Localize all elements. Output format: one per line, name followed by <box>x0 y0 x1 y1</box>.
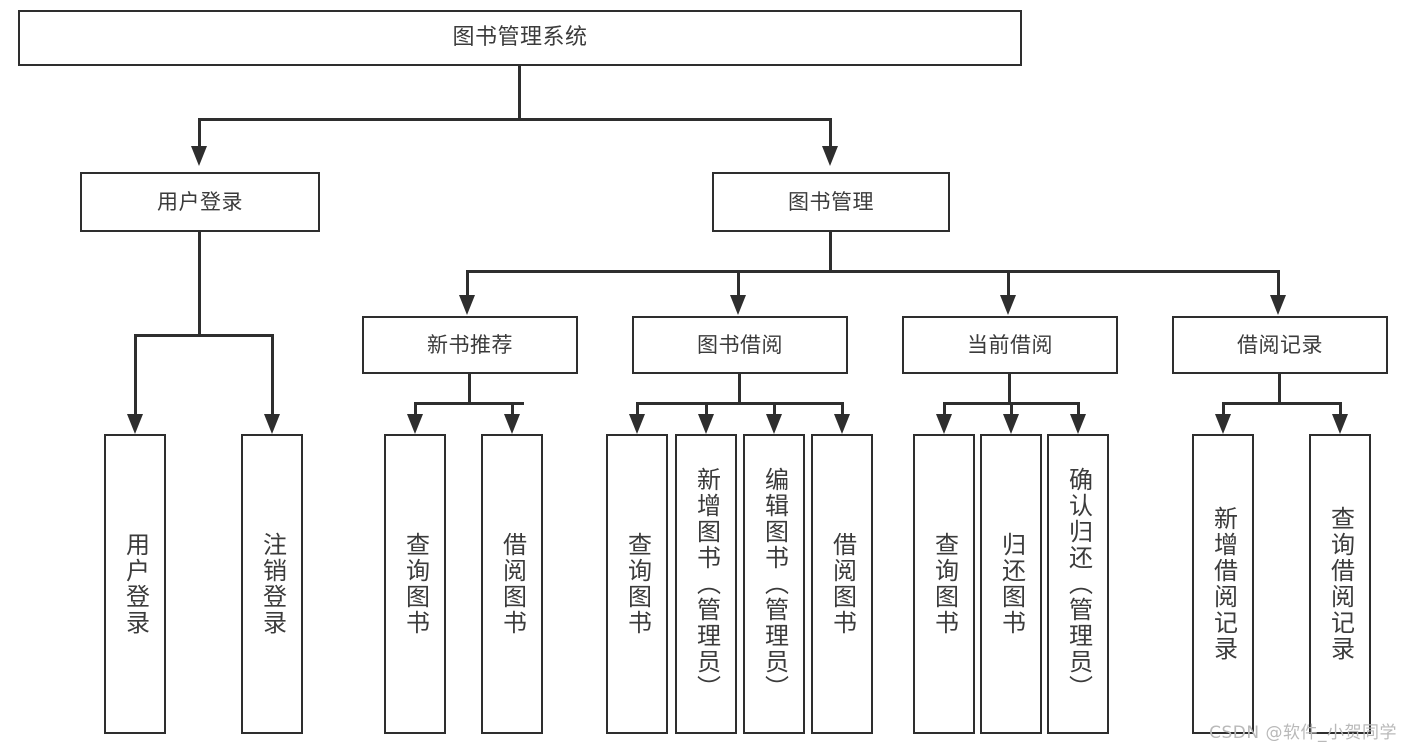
arrow-to-leaf-add-record <box>1215 414 1231 434</box>
edge-user-login-drop-2 <box>271 334 274 416</box>
arrow-to-leaf-query-book-2 <box>629 414 645 434</box>
edge-bb-drop-4 <box>841 402 844 418</box>
watermark-text: CSDN @软件_小贺同学 <box>1209 723 1397 743</box>
node-book-borrow[interactable]: 图书借阅 <box>632 316 848 374</box>
leaf-logout-login[interactable]: 注销登录 <box>241 434 303 734</box>
edge-nbr-bar <box>414 402 524 405</box>
node-label: 借阅记录 <box>1237 332 1323 357</box>
edge-bb-bar <box>636 402 844 405</box>
node-label: 图书管理 <box>788 189 874 214</box>
edge-book-management-bar <box>466 270 1278 273</box>
edge-root-bar <box>198 118 832 121</box>
edge-bm-drop-1 <box>466 270 469 298</box>
node-label: 图书管理系统 <box>452 25 588 51</box>
arrow-to-leaf-query-book-1 <box>407 414 423 434</box>
leaf-borrow-book-1[interactable]: 借阅图书 <box>481 434 543 734</box>
leaf-add-record[interactable]: 新增借阅记录 <box>1192 434 1254 734</box>
leaf-return-book[interactable]: 归还图书 <box>980 434 1042 734</box>
edge-br-bar <box>1222 402 1342 405</box>
leaf-add-book[interactable]: 新增图书（管理员） <box>675 434 737 734</box>
edge-bb-stem <box>738 374 741 404</box>
edge-root-stem <box>518 66 521 120</box>
leaf-user-login[interactable]: 用户登录 <box>104 434 166 734</box>
edge-bb-drop-1 <box>636 402 639 418</box>
arrow-to-borrow-record <box>1270 295 1286 315</box>
node-label: 查询借阅记录 <box>1326 506 1355 662</box>
leaf-edit-book[interactable]: 编辑图书（管理员） <box>743 434 805 734</box>
leaf-confirm-return[interactable]: 确认归还（管理员） <box>1047 434 1109 734</box>
edge-br-stem <box>1278 374 1281 404</box>
node-label: 当前借阅 <box>967 332 1053 357</box>
arrow-to-leaf-logout-login <box>264 414 280 434</box>
leaf-query-book-3[interactable]: 查询图书 <box>913 434 975 734</box>
node-label: 图书借阅 <box>697 332 783 357</box>
arrow-to-leaf-add-book <box>698 414 714 434</box>
edge-br-drop-1 <box>1222 402 1225 418</box>
edge-nbr-stem <box>468 374 471 404</box>
arrow-to-book-borrow <box>730 295 746 315</box>
edge-cb-drop-3 <box>1077 402 1080 418</box>
node-label: 借阅图书 <box>828 532 857 636</box>
node-book-management[interactable]: 图书管理 <box>712 172 950 232</box>
arrow-to-leaf-borrow-book-2 <box>834 414 850 434</box>
arrow-to-leaf-confirm-return <box>1070 414 1086 434</box>
arrow-to-current-borrow <box>1000 295 1016 315</box>
arrow-to-new-book-recommend <box>459 295 475 315</box>
node-new-book-recommend[interactable]: 新书推荐 <box>362 316 578 374</box>
edge-bb-drop-3 <box>773 402 776 418</box>
arrow-root-to-user-login <box>191 146 207 166</box>
arrow-to-leaf-return-book <box>1003 414 1019 434</box>
node-label: 查询图书 <box>930 532 959 636</box>
edge-bm-drop-2 <box>737 270 740 298</box>
node-label: 确认归还（管理员） <box>1064 467 1093 701</box>
arrow-to-leaf-borrow-book-1 <box>504 414 520 434</box>
leaf-query-book-1[interactable]: 查询图书 <box>384 434 446 734</box>
node-label: 新书推荐 <box>427 332 513 357</box>
edge-br-drop-2 <box>1339 402 1342 418</box>
edge-bm-drop-3 <box>1007 270 1010 298</box>
node-label: 编辑图书（管理员） <box>760 467 789 701</box>
edge-nbr-drop-1 <box>414 402 417 418</box>
arrow-to-leaf-query-record <box>1332 414 1348 434</box>
node-label: 新增图书（管理员） <box>692 467 721 701</box>
edge-user-login-bar <box>134 334 274 337</box>
edge-cb-drop-1 <box>943 402 946 418</box>
node-label: 新增借阅记录 <box>1209 506 1238 662</box>
leaf-query-book-2[interactable]: 查询图书 <box>606 434 668 734</box>
node-current-borrow[interactable]: 当前借阅 <box>902 316 1118 374</box>
edge-cb-drop-2 <box>1010 402 1013 418</box>
leaf-query-record[interactable]: 查询借阅记录 <box>1309 434 1371 734</box>
node-label: 查询图书 <box>623 532 652 636</box>
edge-bm-drop-4 <box>1277 270 1280 298</box>
edge-nbr-drop-2 <box>511 402 514 418</box>
node-root-system[interactable]: 图书管理系统 <box>18 10 1022 66</box>
node-user-login[interactable]: 用户登录 <box>80 172 320 232</box>
leaf-borrow-book-2[interactable]: 借阅图书 <box>811 434 873 734</box>
edge-user-login-stem <box>198 232 201 336</box>
edge-root-to-book-management <box>829 118 832 148</box>
node-label: 用户登录 <box>121 532 150 636</box>
arrow-to-leaf-query-book-3 <box>936 414 952 434</box>
edge-user-login-drop-1 <box>134 334 137 416</box>
node-label: 查询图书 <box>401 532 430 636</box>
edge-bb-drop-2 <box>705 402 708 418</box>
arrow-to-leaf-edit-book <box>766 414 782 434</box>
arrow-root-to-book-management <box>822 146 838 166</box>
node-borrow-record[interactable]: 借阅记录 <box>1172 316 1388 374</box>
edge-book-management-stem <box>829 232 832 272</box>
arrow-to-leaf-user-login <box>127 414 143 434</box>
node-label: 用户登录 <box>157 189 243 214</box>
node-label: 归还图书 <box>997 532 1026 636</box>
node-label: 借阅图书 <box>498 532 527 636</box>
node-label: 注销登录 <box>258 532 287 636</box>
edge-cb-stem <box>1008 374 1011 404</box>
edge-root-to-user-login <box>198 118 201 148</box>
